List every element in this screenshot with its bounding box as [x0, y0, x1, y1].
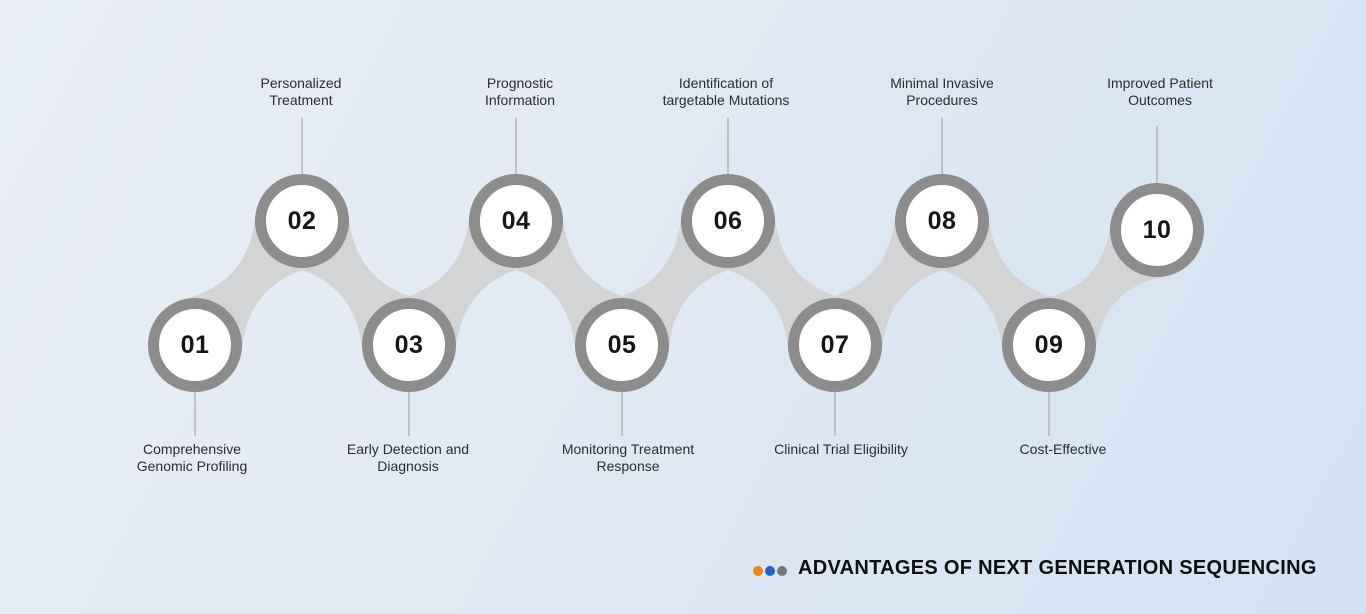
- orange-dot-icon: [753, 566, 763, 576]
- step-label-02: Personalized Treatment: [260, 75, 342, 108]
- step-circle-10: 10: [1110, 183, 1204, 277]
- step-circle-02: 02: [255, 174, 349, 268]
- step-number: 09: [1034, 330, 1064, 359]
- step-number: 06: [713, 206, 743, 235]
- step-label-08: Minimal Invasive Procedures: [890, 75, 994, 108]
- step-number: 04: [501, 206, 531, 235]
- step-label-01: Comprehensive Genomic Profiling: [136, 441, 248, 474]
- step-number: 01: [180, 330, 210, 359]
- step-circle-03: 03: [362, 298, 456, 392]
- step-number: 07: [820, 330, 850, 359]
- step-circle-01: 01: [148, 298, 242, 392]
- step-label-03: Early Detection and Diagnosis: [346, 441, 470, 474]
- step-label-04: Prognostic Information: [484, 75, 556, 108]
- gray-dot-icon: [777, 566, 787, 576]
- step-label-06: Identification of targetable Mutations: [662, 75, 790, 108]
- step-circle-07: 07: [788, 298, 882, 392]
- step-circle-06: 06: [681, 174, 775, 268]
- step-number: 05: [607, 330, 637, 359]
- step-number: 03: [394, 330, 424, 359]
- step-circle-04: 04: [469, 174, 563, 268]
- step-label-10: Improved Patient Outcomes: [1107, 75, 1213, 108]
- step-circle-05: 05: [575, 298, 669, 392]
- step-label-09: Cost-Effective: [1019, 441, 1107, 457]
- infographic-title: ADVANTAGES OF NEXT GENERATION SEQUENCING: [798, 557, 1317, 579]
- step-number: 02: [287, 206, 317, 235]
- title-dots: [753, 566, 787, 576]
- step-label-05: Monitoring Treatment Response: [561, 441, 695, 474]
- step-number: 08: [927, 206, 957, 235]
- step-number: 10: [1142, 215, 1172, 244]
- blue-dot-icon: [765, 566, 775, 576]
- step-circle-08: 08: [895, 174, 989, 268]
- step-label-07: Clinical Trial Eligibility: [774, 441, 908, 457]
- step-circle-09: 09: [1002, 298, 1096, 392]
